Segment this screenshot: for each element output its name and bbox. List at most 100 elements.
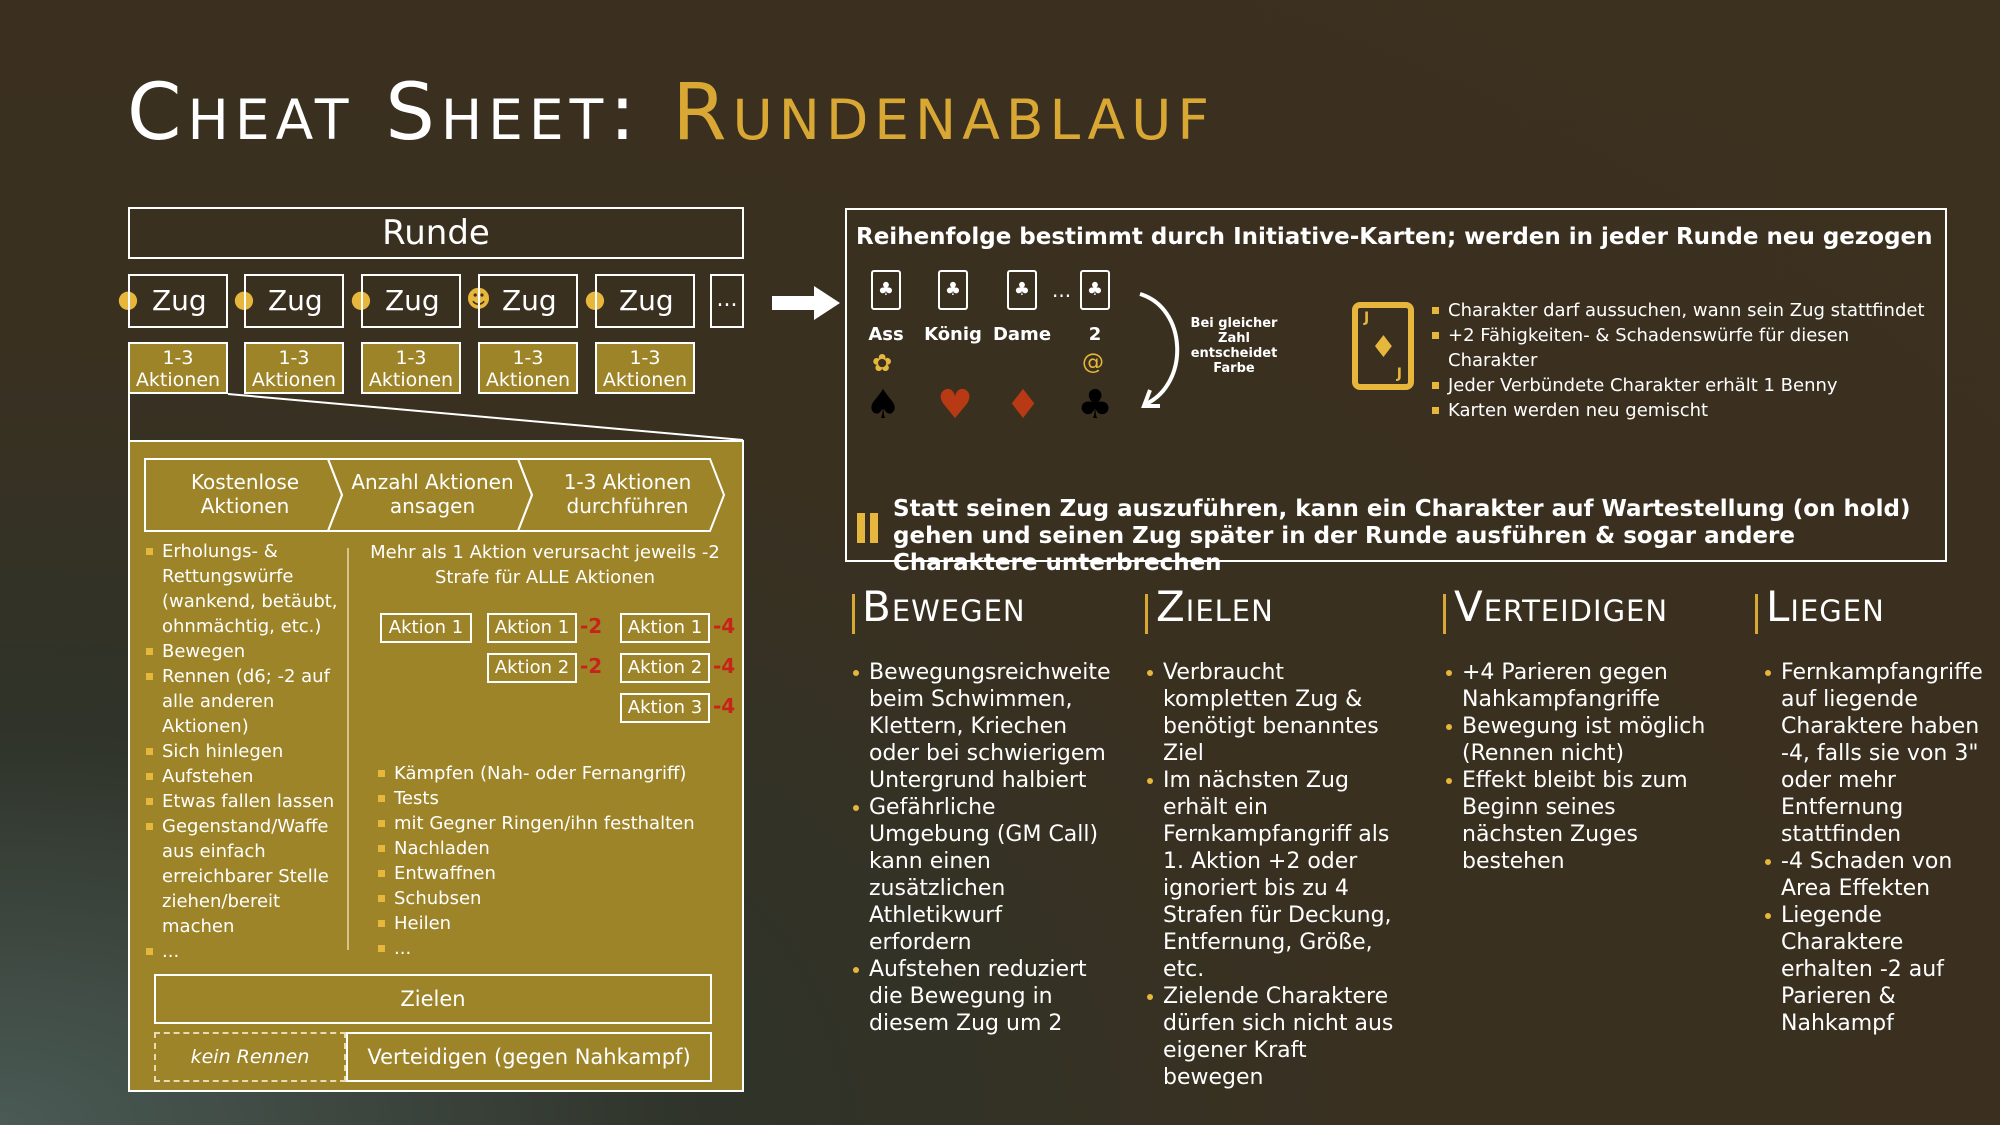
list-item: +2 Fähigkeiten- & Schadenswürfe für dies… bbox=[1430, 323, 1940, 373]
title-prefix: Cheat Sheet: bbox=[127, 68, 642, 158]
step-announce-actions: Anzahl Aktionen ansagen bbox=[351, 470, 514, 518]
penalty-label: -4 bbox=[713, 694, 736, 718]
penalty-label: -2 bbox=[580, 614, 603, 638]
card-icon: ♣ bbox=[1007, 270, 1037, 310]
list-item: Aufstehen reduziert die Bewegung in dies… bbox=[853, 956, 1108, 1037]
joker-card-icon: J ♦ J bbox=[1352, 302, 1414, 390]
action-types-list: Kämpfen (Nah- oder Fernangriff) Tests mi… bbox=[376, 761, 716, 961]
list-item: Verbraucht kompletten Zug & benötigt ben… bbox=[1147, 659, 1412, 767]
liegen-heading: Liegen bbox=[1766, 582, 1885, 631]
snail-icon: @ bbox=[1082, 350, 1104, 375]
penalty-label: -4 bbox=[713, 614, 736, 638]
list-item: Sich hinlegen bbox=[144, 739, 340, 764]
list-item: ... bbox=[144, 939, 340, 964]
list-item: Schubsen bbox=[376, 886, 716, 911]
list-item: Bewegungsreichweite beim Schwimmen, Klet… bbox=[853, 659, 1110, 794]
list-item: Im nächsten Zug erhält ein Fernkampfangr… bbox=[1147, 767, 1412, 983]
bewegen-list: Bewegungsreichweite beim Schwimmen, Klet… bbox=[853, 659, 1110, 1037]
title-accent: Rundenablauf bbox=[672, 68, 1215, 158]
liegen-list: Fernkampfangriffe auf liegende Charakter… bbox=[1765, 659, 1990, 1037]
list-item: Gegenstand/Waffe aus einfach erreichbare… bbox=[144, 814, 340, 939]
kein-rennen-box: kein Rennen bbox=[154, 1032, 346, 1082]
card-label-ass: Ass bbox=[868, 324, 904, 345]
list-item: mit Gegner Ringen/ihn festhalten bbox=[376, 811, 716, 836]
action-box: Aktion 2 bbox=[487, 653, 577, 683]
player-icon: ● bbox=[350, 285, 372, 313]
aktionen-box: 1-3 Aktionen bbox=[595, 342, 695, 394]
bewegen-heading: Bewegen bbox=[862, 582, 1026, 631]
verteidigen-heading: Verteidigen bbox=[1454, 582, 1669, 631]
column-divider bbox=[852, 594, 855, 634]
divider bbox=[347, 548, 349, 950]
turn-detail-panel bbox=[128, 440, 744, 1092]
free-actions-list: Erholungs- & Rettungswürfe (wankend, bet… bbox=[144, 539, 340, 964]
list-item: Tests bbox=[376, 786, 716, 811]
list-item: Gefährliche Umgebung (GM Call) kann eine… bbox=[853, 794, 1108, 956]
list-item: Nachladen bbox=[376, 836, 716, 861]
joker-list: Charakter darf aussuchen, wann sein Zug … bbox=[1430, 298, 1940, 423]
runde-box: Runde bbox=[128, 207, 744, 259]
list-item: Etwas fallen lassen bbox=[144, 789, 340, 814]
column-divider bbox=[1443, 594, 1446, 634]
spade-icon: ♠ bbox=[865, 382, 901, 428]
multi-action-note: Mehr als 1 Aktion verursacht jeweils -2 … bbox=[370, 542, 720, 588]
zug-box: Zug bbox=[595, 274, 695, 328]
list-item: ... bbox=[376, 936, 716, 961]
card-ellipsis: ... bbox=[1052, 278, 1072, 302]
list-item: Charakter darf aussuchen, wann sein Zug … bbox=[1430, 298, 1940, 323]
action-box: Aktion 1 bbox=[487, 613, 577, 643]
player-icon: ● bbox=[584, 285, 606, 313]
club-icon: ♣ bbox=[1077, 382, 1113, 428]
column-divider bbox=[1145, 594, 1148, 634]
action-box: Aktion 1 bbox=[620, 613, 710, 643]
pause-icon bbox=[857, 513, 883, 547]
list-item: Heilen bbox=[376, 911, 716, 936]
zielen-box: Zielen bbox=[154, 974, 712, 1024]
column-divider bbox=[1755, 594, 1758, 634]
player-icon: ● bbox=[117, 285, 139, 313]
list-item: Erholungs- & Rettungswürfe (wankend, bet… bbox=[144, 539, 340, 639]
action-box: Aktion 3 bbox=[620, 693, 710, 723]
heart-icon: ♥ bbox=[937, 382, 973, 428]
curved-arrow-icon bbox=[1139, 292, 1180, 408]
penalty-label: -2 bbox=[580, 654, 603, 678]
list-item: Aufstehen bbox=[144, 764, 340, 789]
right-arrow-icon bbox=[772, 286, 840, 320]
on-hold-note: Statt seinen Zug auszuführen, kann ein C… bbox=[893, 496, 1911, 576]
steps-chevrons bbox=[144, 458, 726, 532]
step-free-actions: Kostenlose Aktionen bbox=[190, 470, 300, 518]
aktionen-box: 1-3 Aktionen bbox=[478, 342, 578, 394]
card-label-dame: Dame bbox=[992, 324, 1052, 345]
list-item: Jeder Verbündete Charakter erhält 1 Benn… bbox=[1430, 373, 1940, 398]
list-item: Zielende Charaktere dürfen sich nicht au… bbox=[1147, 983, 1412, 1091]
list-item: +4 Parieren gegen Nahkampfangriffe bbox=[1446, 659, 1706, 713]
list-item: Fernkampfangriffe auf liegende Charakter… bbox=[1765, 659, 1990, 848]
zoom-lines bbox=[128, 393, 744, 441]
penalty-label: -4 bbox=[713, 654, 736, 678]
list-item: Bewegen bbox=[144, 639, 340, 664]
list-item: Bewegung ist möglich (Rennen nicht) bbox=[1446, 713, 1706, 767]
zielen-heading: Zielen bbox=[1156, 582, 1274, 631]
list-item: Liegende Charaktere erhalten -2 auf Pari… bbox=[1765, 902, 1990, 1037]
list-item: -4 Schaden von Area Effekten bbox=[1765, 848, 1990, 902]
diamond-icon: ♦ bbox=[1005, 382, 1041, 428]
aktionen-box: 1-3 Aktionen bbox=[128, 342, 228, 394]
list-item: Kämpfen (Nah- oder Fernangriff) bbox=[376, 761, 716, 786]
zug-box: Zug bbox=[244, 274, 344, 328]
player-icon: ● bbox=[233, 285, 255, 313]
card-icon: ♣ bbox=[938, 270, 968, 310]
rabbit-icon: ✿ bbox=[872, 349, 893, 377]
card-label-koenig: König bbox=[924, 324, 982, 345]
verteidigen-list: +4 Parieren gegen Nahkampfangriffe Beweg… bbox=[1446, 659, 1706, 875]
zielen-list: Verbraucht kompletten Zug & benötigt ben… bbox=[1147, 659, 1412, 1091]
step-perform-actions: 1-3 Aktionen durchführen bbox=[563, 470, 692, 518]
card-icon: ♣ bbox=[1080, 270, 1110, 310]
initiative-box bbox=[845, 208, 1947, 562]
zug-box: Zug bbox=[128, 274, 228, 328]
zug-box: Zug bbox=[361, 274, 461, 328]
action-box: Aktion 1 bbox=[380, 613, 472, 643]
list-item: Rennen (d6; -2 auf alle anderen Aktionen… bbox=[144, 664, 340, 739]
aktionen-box: 1-3 Aktionen bbox=[244, 342, 344, 394]
card-icon: ♣ bbox=[871, 270, 901, 310]
aktionen-box: 1-3 Aktionen bbox=[361, 342, 461, 394]
